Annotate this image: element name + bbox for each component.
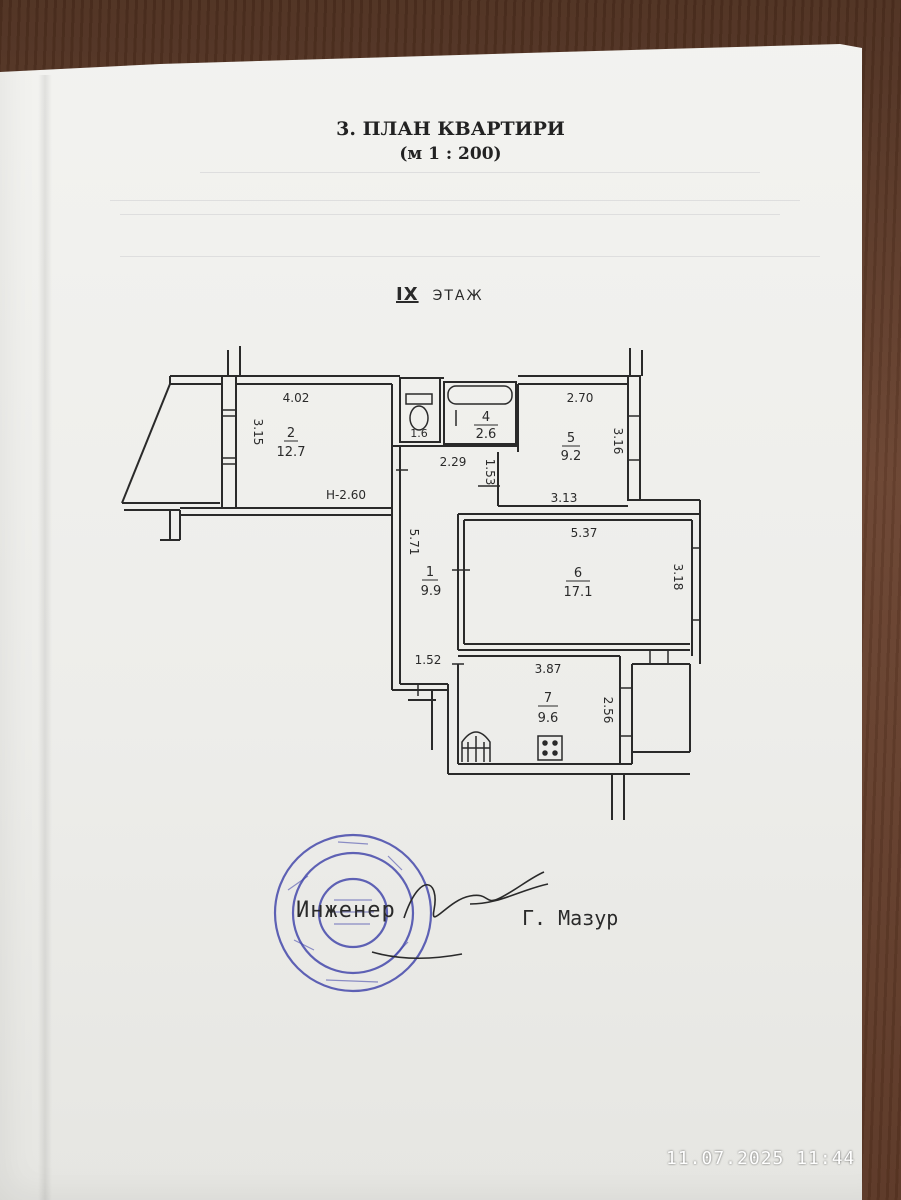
dim-room7-depth: 2.56 xyxy=(601,697,615,724)
official-stamp xyxy=(273,833,433,993)
dim-hall-length: 5.71 xyxy=(407,529,421,556)
dim-room6-width: 5.37 xyxy=(571,526,598,540)
dimension-labels: 4.02 3.15 Н-2.60 2.70 3.16 3.13 2.29 1.5… xyxy=(251,391,685,723)
stove-icon xyxy=(537,735,563,761)
dim-room6-depth: 3.18 xyxy=(671,564,685,591)
room-1-number: 1 xyxy=(426,565,434,580)
room-2-area: 12.7 xyxy=(277,445,306,460)
floor-number: IX xyxy=(396,284,419,305)
bleed-through-line xyxy=(120,214,780,215)
room-2-number: 2 xyxy=(287,426,295,441)
document-title: 3. ПЛАН КВАРТИРИ xyxy=(336,118,565,140)
signature-name: Г. Мазур xyxy=(522,906,619,930)
dim-corridor: 1.52 xyxy=(415,653,442,667)
dim-room5-bottom: 3.13 xyxy=(551,491,578,505)
dim-room2-depth: 3.15 xyxy=(251,419,265,446)
room-7-area: 9.6 xyxy=(538,711,559,726)
room-4-area: 2.6 xyxy=(476,427,497,442)
room-6-area: 17.1 xyxy=(564,585,593,600)
signature-role: Инженер xyxy=(296,898,396,923)
bathtub-icon xyxy=(447,385,513,426)
dim-room5-width: 2.70 xyxy=(567,391,594,405)
toilet-icon xyxy=(405,393,433,431)
dim-room7-width: 3.87 xyxy=(535,662,562,676)
room-7-number: 7 xyxy=(544,691,552,706)
dim-hall-small: 1.53 xyxy=(483,459,497,486)
dim-room5-depth: 3.16 xyxy=(611,428,625,455)
floor-heading: IX ЭТАЖ xyxy=(396,284,484,305)
dim-ceiling-height: Н-2.60 xyxy=(326,488,366,502)
window-marks xyxy=(222,409,700,737)
bleed-through-line xyxy=(200,172,760,173)
room-4-number: 4 xyxy=(482,410,490,425)
room-5-number: 5 xyxy=(567,431,575,446)
room-labels: 2 12.7 1.6 4 2.6 5 9.2 1 9.9 6 17.1 7 9.… xyxy=(277,410,593,726)
plan-walls xyxy=(121,346,701,820)
room-3-area: 1.6 xyxy=(410,427,428,440)
bleed-through-line xyxy=(120,256,820,257)
room-6-number: 6 xyxy=(574,566,582,581)
bleed-through-line xyxy=(110,200,800,201)
dim-hall-width: 2.29 xyxy=(440,455,467,469)
document-scale: (м 1 : 200) xyxy=(399,144,502,164)
dim-room2-width: 4.02 xyxy=(283,391,310,405)
sink-icon xyxy=(461,731,491,762)
room-5-area: 9.2 xyxy=(561,449,582,464)
floor-label: ЭТАЖ xyxy=(432,288,484,304)
paper-fold-shadow xyxy=(38,75,52,1200)
room-1-area: 9.9 xyxy=(421,584,442,599)
photo-timestamp: 11.07.2025 11:44 xyxy=(666,1148,856,1169)
